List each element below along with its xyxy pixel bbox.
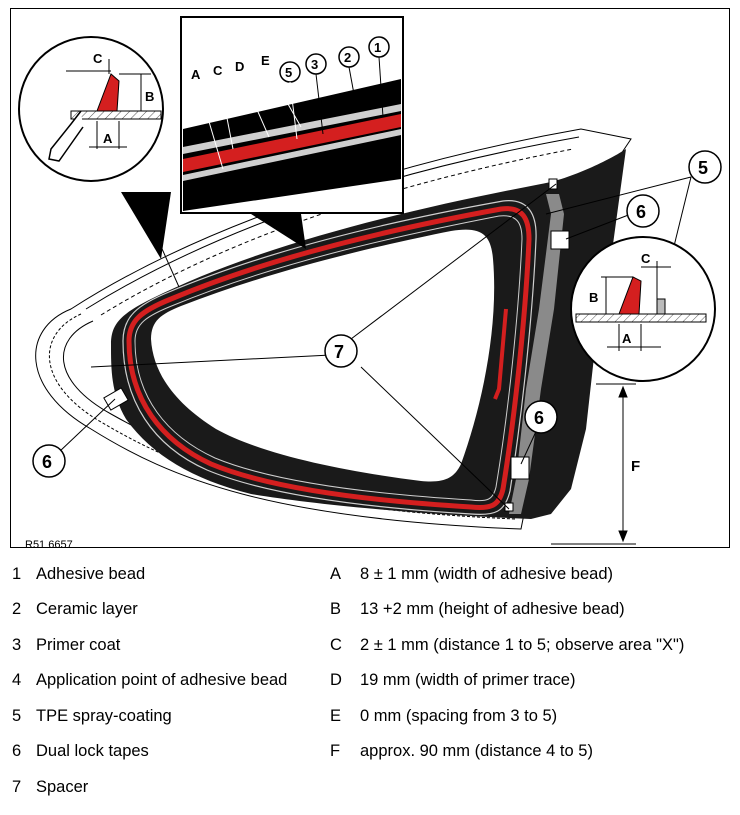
label-f: F [631,458,640,475]
svg-text:E: E [261,53,270,68]
callout-7: 7 [324,334,358,368]
diagram-svg: F 7 6 6 6 5 [18,16,722,545]
svg-text:5: 5 [698,158,708,178]
svg-text:B: B [589,290,598,305]
svg-text:6: 6 [42,452,52,472]
adhesive-bead [126,206,532,510]
callout-6-bottom: 6 [524,400,558,434]
callout-5-right: 5 [688,150,722,184]
svg-text:D: D [235,59,244,74]
spacers [504,178,558,512]
dual-lock-tapes [103,230,570,480]
window-diagram: F 7 6 6 6 5 [10,8,730,551]
svg-text:3: 3 [311,57,318,72]
svg-text:A: A [103,131,113,146]
adhesive-bead-vertical [493,308,508,400]
svg-text:6: 6 [534,408,544,428]
callout-6-left: 6 [32,444,66,478]
primer-outline [122,200,537,516]
callout-6-top: 6 [626,194,660,228]
detail-circle-left: C B A [18,36,171,259]
svg-text:7: 7 [334,342,344,362]
layer-detail-box: A C D E 5 3 2 1 [180,16,404,249]
dimension-f [551,383,636,545]
svg-text:6: 6 [636,202,646,222]
svg-text:B: B [145,89,154,104]
svg-text:1: 1 [374,40,381,55]
svg-text:A: A [622,331,632,346]
svg-text:C: C [213,63,223,78]
figure-code: R51 6657 [25,539,73,551]
tpe-coating [509,194,564,514]
detail-circle-right: C B A [570,236,716,382]
svg-text:C: C [93,51,103,66]
svg-text:5: 5 [285,65,292,80]
svg-text:C: C [641,251,651,266]
primer-inner-outline [134,215,523,502]
svg-text:A: A [191,67,201,82]
svg-text:2: 2 [344,50,351,65]
